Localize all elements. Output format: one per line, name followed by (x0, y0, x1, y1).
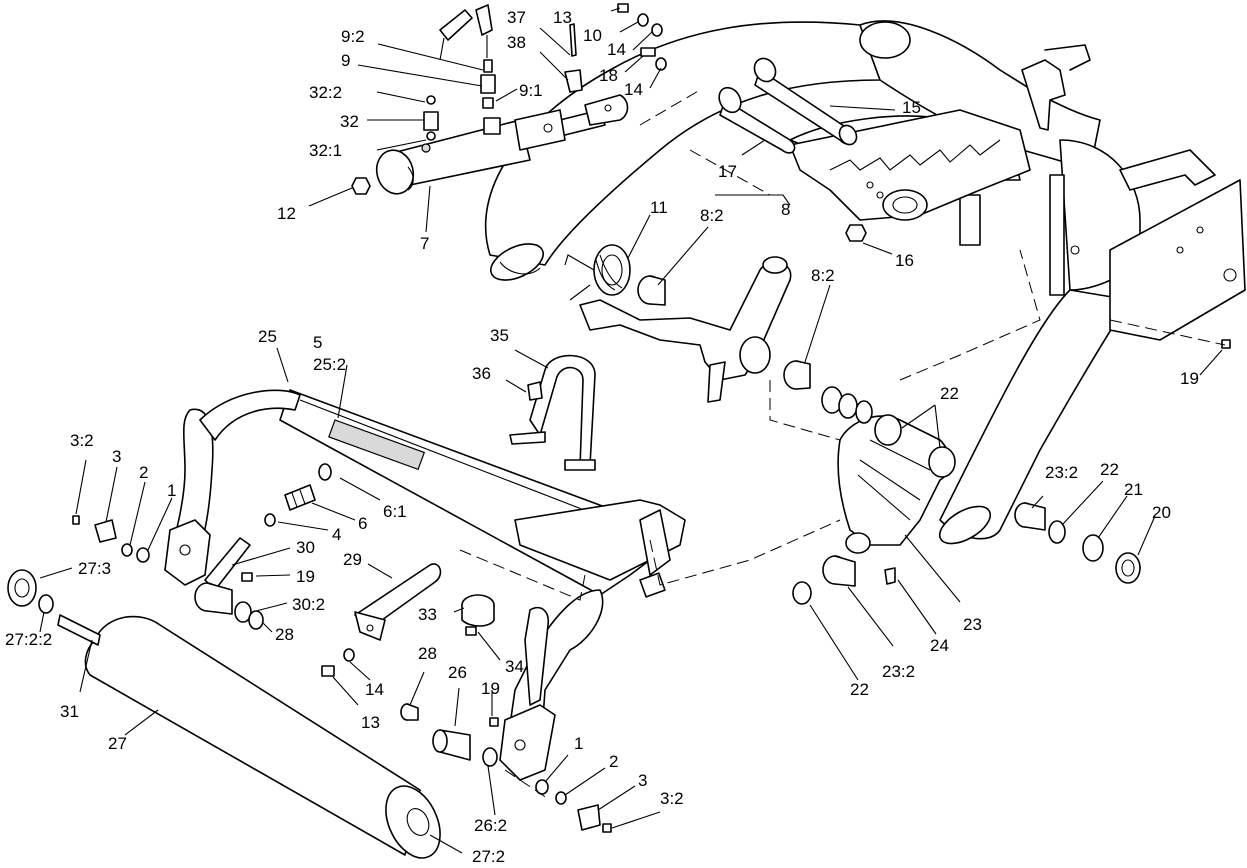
callout-labels: 13 37 10 38 14 18 14 9:2 9 32:2 9:1 32 3… (5, 8, 1199, 866)
fitting-9 (439, 4, 496, 109)
callout-label: 38 (507, 33, 526, 52)
callout-label: 23 (963, 615, 982, 634)
callout-label: 9:2 (341, 27, 365, 46)
nut-12 (351, 177, 371, 195)
callout-label: 19 (481, 679, 500, 698)
clip-36 (527, 381, 543, 401)
arm-8 (579, 256, 792, 403)
hardware-right (792, 339, 1231, 605)
callout-label: 36 (472, 364, 491, 383)
pin-17 (718, 86, 796, 154)
callout-label: 15 (902, 98, 921, 117)
pin-15 (753, 57, 858, 146)
callout-label: 32:2 (309, 83, 342, 102)
spring-11 (564, 244, 631, 301)
callout-label: 18 (599, 66, 618, 85)
callout-label: 8:2 (811, 266, 835, 285)
callout-label: 8 (781, 200, 790, 219)
callout-label: 29 (343, 550, 362, 569)
callout-label: 23:2 (1045, 463, 1078, 482)
callout-label: 22 (1100, 460, 1119, 479)
callout-label: 19 (1180, 369, 1199, 388)
callout-label: 19 (296, 567, 315, 586)
callout-label: 14 (365, 680, 384, 699)
callout-label: 14 (624, 80, 643, 99)
callout-label: 28 (418, 644, 437, 663)
callout-label: 3:2 (660, 789, 684, 808)
callout-label: 6:1 (383, 502, 407, 521)
callout-label: 21 (1124, 480, 1143, 499)
assembly-centerlines (459, 89, 1226, 801)
callout-label: 22 (940, 384, 959, 403)
callout-label: 26 (448, 663, 467, 682)
small-hardware-top (564, 3, 667, 93)
fitting-32 (423, 95, 439, 141)
callout-label: 32 (340, 112, 359, 131)
callout-label: 30 (296, 538, 315, 557)
callout-label: 25:2 (313, 355, 346, 374)
bushing-8-2-upper (637, 275, 666, 306)
callout-label: 14 (607, 40, 626, 59)
callout-label: 8:2 (700, 206, 724, 225)
callout-label: 1 (167, 481, 176, 500)
callout-label: 4 (332, 525, 341, 544)
callout-label: 5 (313, 333, 322, 352)
seal-27-2-2 (38, 594, 54, 614)
callout-label: 3 (112, 447, 121, 466)
callout-label: 32:1 (309, 141, 342, 160)
callout-label: 1 (574, 734, 583, 753)
callout-label: 3 (638, 771, 647, 790)
callout-label: 16 (895, 251, 914, 270)
callout-label: 33 (418, 605, 437, 624)
callout-label: 37 (507, 8, 526, 27)
callout-label: 35 (490, 326, 509, 345)
callout-label: 27:2:2 (5, 630, 52, 649)
bushing-8-2-lower (783, 360, 811, 390)
roller-27 (57, 614, 441, 859)
callout-label: 31 (60, 702, 79, 721)
callout-label: 26:2 (474, 816, 507, 835)
latch-pin-35 (509, 354, 596, 471)
leader-lines (39, 7, 1223, 854)
callout-label: 7 (420, 234, 429, 253)
callout-label: 25 (258, 327, 277, 346)
seals-22-upper (821, 386, 873, 424)
callout-label: 11 (650, 198, 668, 217)
hardware-left (72, 463, 612, 833)
callout-label: 13 (553, 8, 572, 27)
callout-label: 2 (139, 463, 148, 482)
callout-label: 3:2 (70, 431, 94, 450)
bearing-27-3 (7, 569, 37, 607)
callout-label: 9 (341, 51, 350, 70)
callout-label: 20 (1152, 503, 1171, 522)
callout-label: 6 (358, 514, 367, 533)
callout-label: 27 (108, 734, 127, 753)
callout-label: 27:2 (472, 847, 505, 866)
callout-label: 22 (850, 680, 869, 699)
carrier-frame-25 (164, 389, 686, 781)
callout-label: 12 (277, 204, 296, 223)
callout-label: 10 (583, 26, 602, 45)
callout-label: 17 (718, 162, 737, 181)
callout-label: 34 (505, 657, 524, 676)
nut-16 (845, 224, 867, 242)
callout-label: 2 (609, 752, 618, 771)
pivot-bracket-23 (822, 414, 956, 587)
callout-label: 24 (930, 636, 949, 655)
callout-label: 23:2 (882, 662, 915, 681)
callout-label: 27:3 (78, 559, 111, 578)
callout-label: 9:1 (519, 81, 543, 100)
callout-label: 28 (275, 625, 294, 644)
hydraulic-cylinder-7 (375, 94, 629, 195)
callout-label: 13 (361, 713, 380, 732)
callout-label: 30:2 (292, 595, 325, 614)
